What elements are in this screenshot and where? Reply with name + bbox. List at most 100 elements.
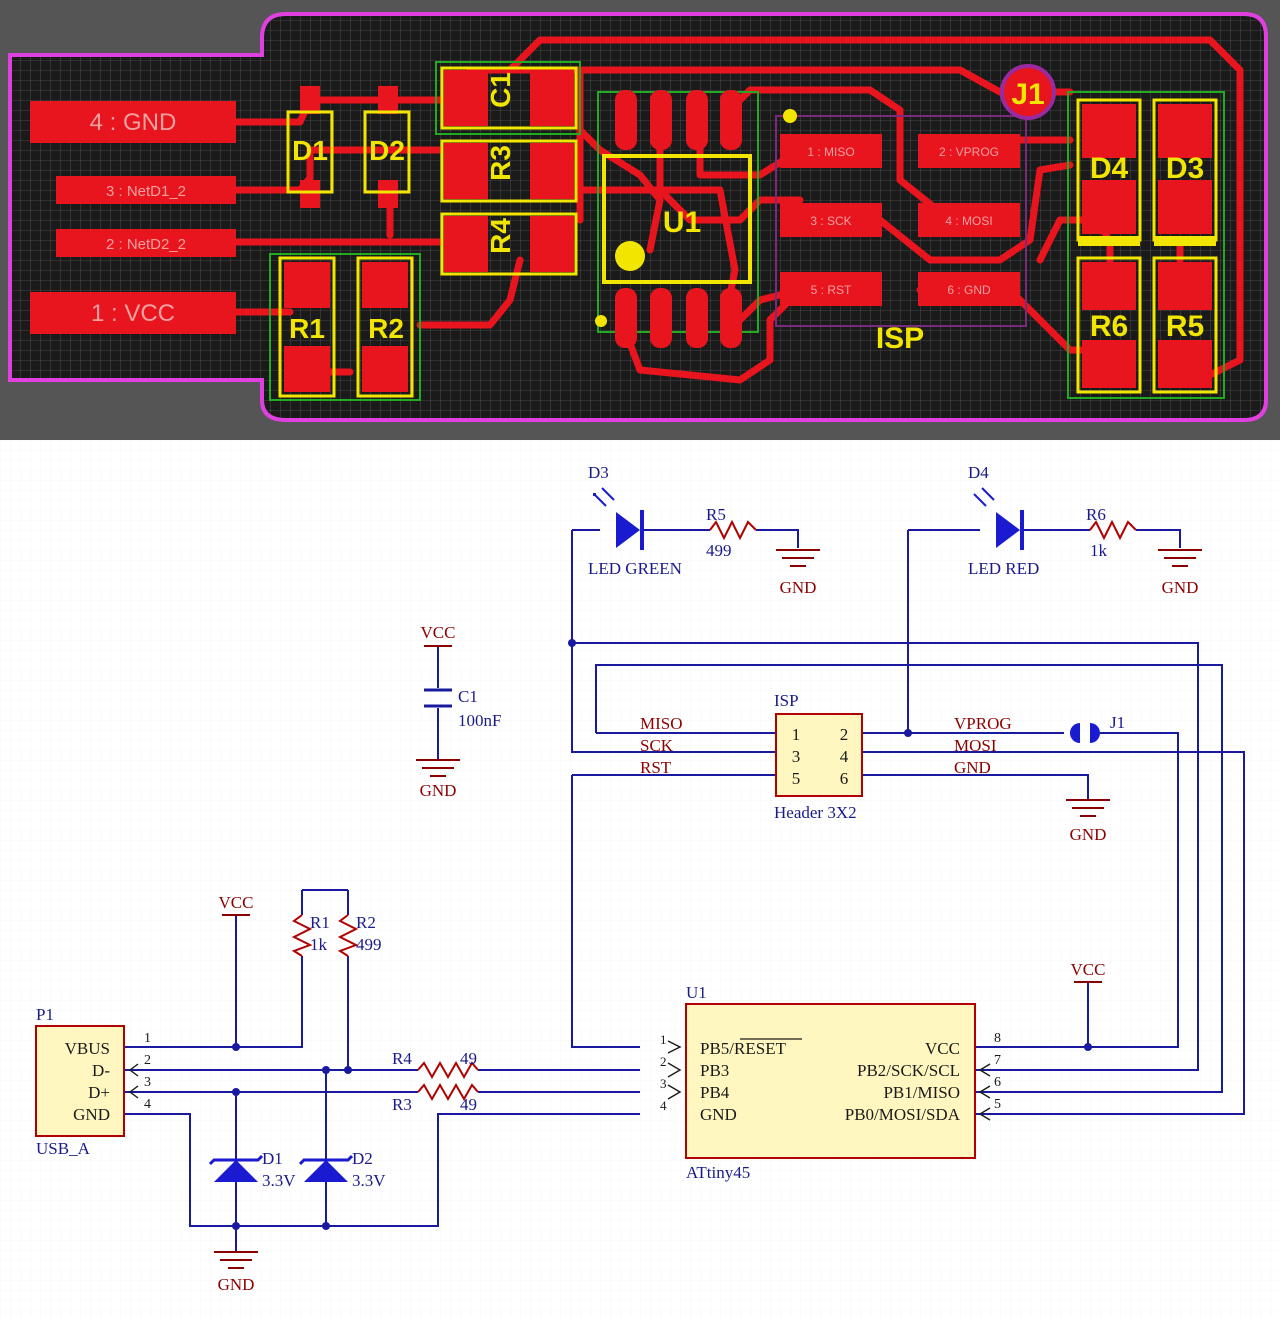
pcb-r4: R4 (440, 212, 578, 276)
pcb-u1: U1 (595, 90, 759, 348)
sch-c1-ref: C1 (458, 687, 478, 706)
gnd-symbol-bottom: GND (214, 1251, 258, 1294)
pad-vcc (30, 292, 236, 334)
sch-d1: D1 3.3V (208, 1149, 296, 1190)
pcb-r1: R1 (269, 253, 421, 401)
isp-pad-6-label: 6 : GND (947, 283, 991, 297)
sch-r1: R1 1k (291, 913, 330, 957)
sch-r4: R4 49 (392, 1049, 479, 1080)
u1-pin-pb5: PB5/RESET (700, 1039, 787, 1058)
pad-gnd-label: 4 : GND (90, 109, 177, 136)
sch-isp-header: ISP 1 2 3 4 5 6 Header 3X2 MISO SCK RST … (640, 691, 1012, 822)
isp-pin-6: 6 (840, 769, 849, 788)
pad-netd1-label: 3 : NetD1_2 (106, 183, 186, 200)
pcb-d3-label: D3 (1166, 152, 1204, 185)
gnd-symbol-r5: GND (776, 549, 820, 597)
pcb-r3-label: R3 (485, 145, 516, 181)
sch-isp-value: Header 3X2 (774, 803, 857, 822)
sch-r4-ref: R4 (392, 1049, 412, 1068)
p1-num-4: 4 (144, 1097, 151, 1112)
net-sck: SCK (640, 736, 674, 755)
sch-r3-ref: R3 (392, 1095, 412, 1114)
gnd-label-bottom: GND (218, 1275, 255, 1294)
isp-pad-4-label: 4 : MOSI (945, 214, 992, 228)
vcc-label-c1: VCC (421, 623, 456, 642)
schematic: D3 LED GREEN R5 499 GND D4 LED RED R6 1k… (0, 440, 1280, 1317)
vcc-label-p1: VCC (219, 893, 254, 912)
pad-netd2 (56, 229, 236, 257)
u1-num-1: 1 (660, 1032, 667, 1047)
sch-r1-value: 1k (310, 935, 328, 954)
sch-p1: P1 VBUS D- D+ GND 1 2 3 4 USB_A (35, 1005, 151, 1158)
pcb-u1-label: U1 (663, 206, 701, 239)
u1-num-7: 7 (994, 1053, 1001, 1068)
isp-pad-2-label: 2 : VPROG (939, 145, 999, 159)
gnd-label-r5: GND (780, 578, 817, 597)
sch-r5: R5 499 (706, 505, 757, 560)
sch-d1-value: 3.3V (262, 1171, 296, 1190)
isp-pad-3-label: 3 : SCK (810, 214, 851, 228)
sch-r4-value: 49 (460, 1049, 477, 1068)
isp-pin-4: 4 (840, 747, 849, 766)
pcb-d1-label: D1 (292, 135, 328, 166)
p1-num-1: 1 (144, 1031, 151, 1046)
pcb-d4-label: D4 (1090, 152, 1129, 185)
p1-num-2: 2 (144, 1053, 151, 1068)
isp-pin-2: 2 (840, 725, 849, 744)
pcb-r5-label: R5 (1166, 310, 1204, 343)
gnd-label-isp: GND (1070, 825, 1107, 844)
sch-d4-ref: D4 (968, 463, 989, 482)
pcb-layout: 4 : GND 3 : NetD1_2 2 : NetD2_2 1 : VCC … (0, 0, 1280, 440)
sch-r3: R3 49 (392, 1082, 479, 1114)
isp-pad-1-label: 1 : MISO (807, 145, 854, 159)
pcb-c1-label: C1 (485, 72, 516, 108)
isp-pad-5-label: 5 : RST (811, 283, 852, 297)
net-vprog: VPROG (954, 714, 1012, 733)
isp-pin-3: 3 (792, 747, 801, 766)
pcb-d2: D2 (363, 86, 411, 208)
net-rst: RST (640, 758, 672, 777)
sch-r5-ref: R5 (706, 505, 726, 524)
pcb-r2-label: R2 (368, 313, 404, 344)
gnd-symbol-r6: GND (1158, 549, 1202, 597)
pcb-isp-header: 1 : MISO 2 : VPROG 3 : SCK 4 : MOSI 5 : … (775, 109, 1027, 355)
u1-num-8: 8 (994, 1031, 1001, 1046)
net-gnd: GND (954, 758, 991, 777)
sch-c1: VCC C1 100nF GND (416, 623, 501, 800)
sch-d2: D2 3.3V (298, 1149, 386, 1190)
pcb-j1-label: J1 (1011, 78, 1044, 111)
sch-isp-ref: ISP (774, 691, 799, 710)
gnd-symbol-isp: GND (1066, 799, 1110, 844)
u1-pin-gnd: GND (700, 1105, 737, 1124)
sch-j1-ref: J1 (1110, 713, 1125, 732)
gnd-label-c1: GND (420, 781, 457, 800)
sch-d2-value: 3.3V (352, 1171, 386, 1190)
pad-vcc-label: 1 : VCC (91, 300, 175, 327)
pcb-r2: R2 (356, 256, 414, 398)
u1-pin-pb3: PB3 (700, 1061, 729, 1080)
pad-netd1 (56, 176, 236, 204)
sch-r1-ref: R1 (310, 913, 330, 932)
sch-d3-ref: D3 (588, 463, 609, 482)
net-mosi: MOSI (954, 736, 997, 755)
u1-num-2: 2 (660, 1054, 667, 1069)
sch-u1-value: ATtiny45 (686, 1163, 750, 1182)
isp-pin-1: 1 (792, 725, 801, 744)
vcc-symbol-p1: VCC (219, 893, 254, 916)
sch-p1-ref: P1 (36, 1005, 54, 1024)
p1-pin-dminus: D- (92, 1061, 110, 1080)
sch-r2-value: 499 (356, 935, 382, 954)
pcb-d2-label: D2 (369, 135, 405, 166)
vcc-label-u1: VCC (1071, 960, 1106, 979)
sch-d1-ref: D1 (262, 1149, 283, 1168)
u1-pin-pb1: PB1/MISO (883, 1083, 960, 1102)
pcb-r1-label: R1 (289, 313, 325, 344)
pad-netd2-label: 2 : NetD2_2 (106, 236, 186, 253)
u1-pin-pb4: PB4 (700, 1083, 730, 1102)
u1-pin-pb2: PB2/SCK/SCL (857, 1061, 960, 1080)
vcc-symbol-u1: VCC (1071, 960, 1106, 983)
p1-pin-dplus: D+ (88, 1083, 110, 1102)
junctions (232, 639, 1092, 1230)
u1-num-6: 6 (994, 1075, 1001, 1090)
